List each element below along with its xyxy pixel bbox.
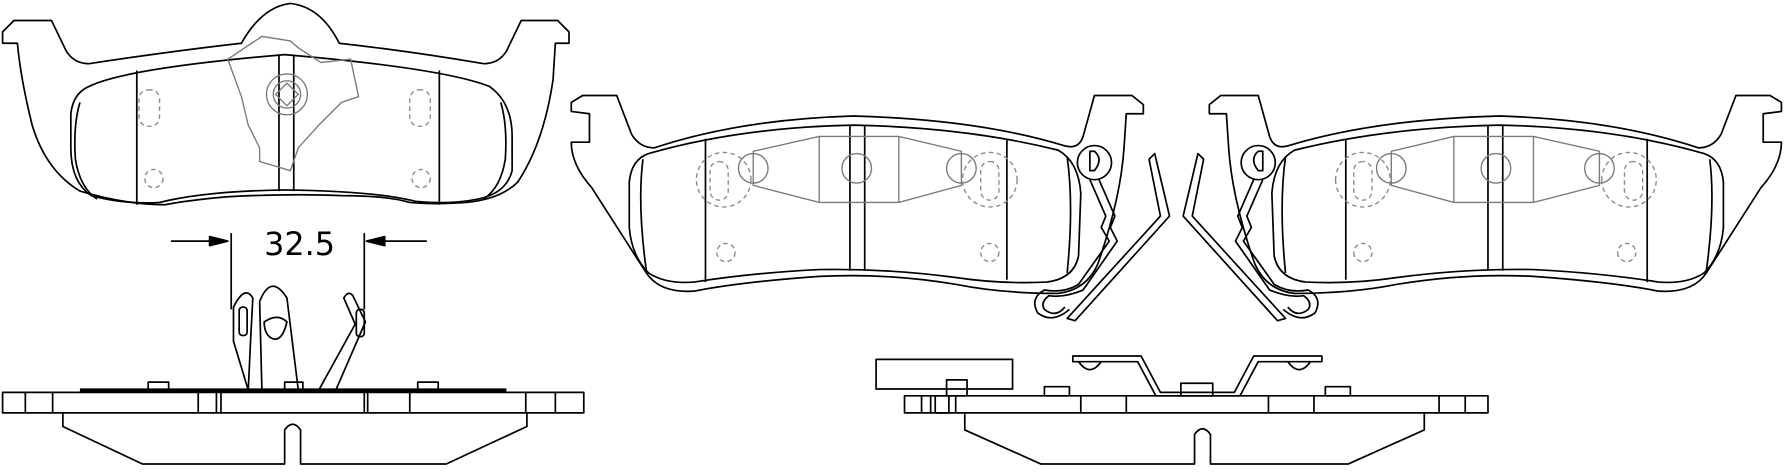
clip	[258, 285, 300, 391]
pad-side-view	[1, 285, 585, 465]
wear-sensor	[1076, 144, 1113, 181]
spring-clip-profile	[1071, 355, 1323, 397]
hidden-pin	[411, 168, 431, 189]
sensor-wire	[1033, 179, 1111, 319]
friction-material	[628, 124, 1082, 284]
clip	[318, 292, 367, 391]
center-ring	[265, 73, 309, 116]
dimension-32-5: 32.5	[170, 225, 427, 310]
hidden-pin	[144, 168, 164, 189]
center-diamond	[274, 82, 300, 107]
clip	[232, 292, 254, 391]
dimension-label: 32.5	[264, 225, 335, 263]
inner-pad-with-sensor	[1182, 94, 1783, 322]
outer-pad-side-view	[875, 355, 1489, 465]
spring-clip	[1066, 152, 1171, 322]
shim-outline	[752, 135, 963, 204]
hidden-abutment	[409, 89, 431, 127]
pad-front-view	[1, 2, 570, 206]
shim-outline	[226, 35, 360, 172]
sensor-wire	[1042, 179, 1119, 315]
friction-inner-edge	[483, 102, 507, 200]
center-ring	[272, 80, 302, 109]
backing-plate-outline	[570, 94, 1145, 295]
friction-inner-edge	[73, 102, 98, 200]
hidden-abutment	[138, 89, 161, 127]
outer-pad-with-sensor	[570, 94, 1171, 322]
sensor-housing	[875, 358, 1014, 390]
